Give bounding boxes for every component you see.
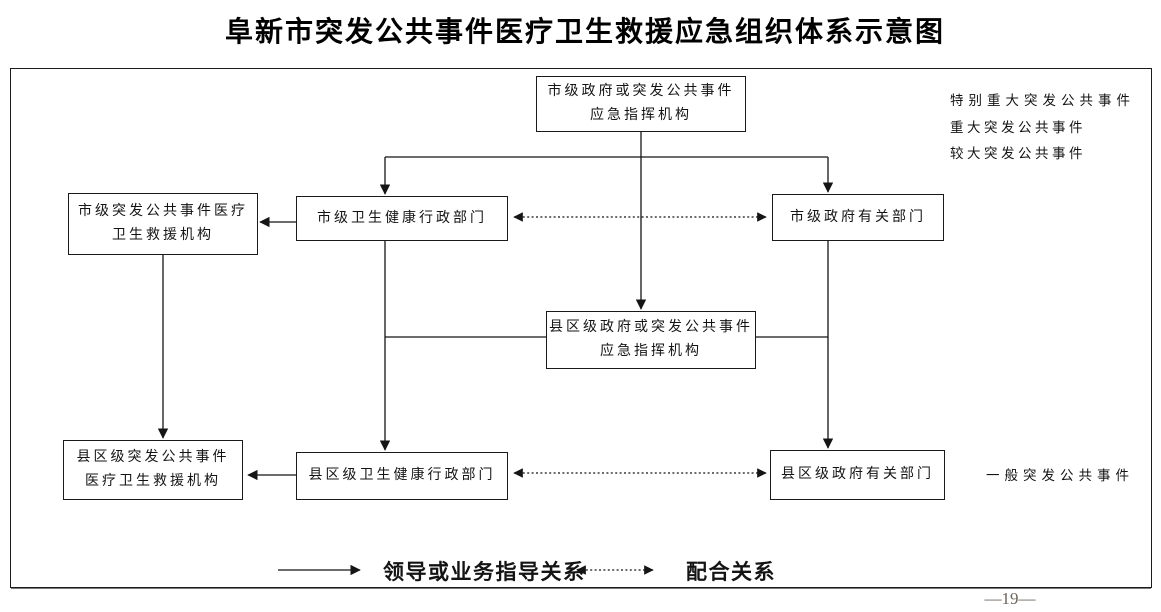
node-text: 市级卫生健康行政部门 [317, 210, 487, 226]
node-text: 应急指挥机构 [600, 344, 702, 359]
severity-label-large: 较大突发公共事件 [950, 146, 1086, 161]
node-text: 应急指挥机构 [590, 108, 692, 123]
severity-label-general: 一般突发公共事件 [986, 468, 1134, 483]
page-number: —19— [984, 589, 1036, 608]
node-city-emergency-hq: 市级政府或突发公共事件 应急指挥机构 [536, 76, 746, 132]
node-county-emergency-hq: 县区级政府或突发公共事件 应急指挥机构 [546, 311, 756, 369]
node-text: 县区级卫生健康行政部门 [308, 468, 496, 483]
severity-label-extreme: 特别重大突发公共事件 [950, 93, 1135, 108]
legend-coop-label: 配合关系 [686, 561, 776, 584]
severity-label-major: 重大突发公共事件 [950, 120, 1086, 135]
node-county-medical-rescue: 县区级突发公共事件 医疗卫生救援机构 [63, 440, 243, 500]
node-city-gov-depts: 市级政府有关部门 [772, 194, 944, 241]
node-county-gov-depts: 县区级政府有关部门 [770, 450, 945, 500]
node-text: 市级政府有关部门 [790, 209, 926, 225]
node-text: 市级突发公共事件医疗 [78, 204, 248, 219]
page-title: 阜新市突发公共事件医疗卫生救援应急组织体系示意图 [224, 16, 945, 47]
node-text: 卫生救援机构 [112, 228, 214, 243]
legend-lead-label: 领导或业务指导关系 [383, 561, 586, 584]
node-text: 市级政府或突发公共事件 [547, 84, 735, 99]
node-text: 县区级政府或突发公共事件 [549, 320, 753, 335]
node-text: 县区级政府有关部门 [781, 467, 934, 482]
node-county-health-dept: 县区级卫生健康行政部门 [296, 452, 508, 500]
node-text: 县区级突发公共事件 [76, 450, 230, 465]
node-city-health-dept: 市级卫生健康行政部门 [296, 196, 508, 241]
node-text: 医疗卫生救援机构 [85, 474, 221, 489]
node-city-medical-rescue: 市级突发公共事件医疗 卫生救援机构 [68, 193, 258, 255]
